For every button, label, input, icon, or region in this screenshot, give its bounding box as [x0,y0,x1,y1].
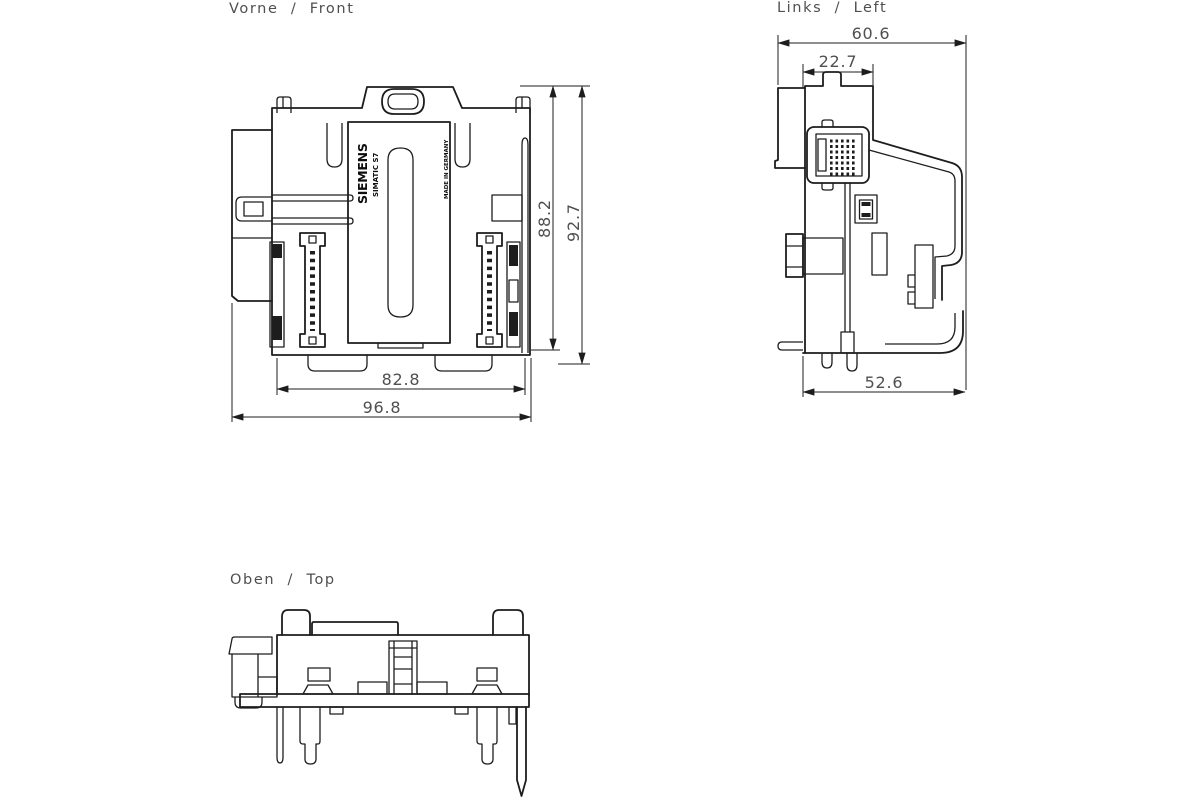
left-connector-pin-grid [830,139,857,176]
front-latch [235,196,272,222]
front-view-title: Vorne / Front [229,1,355,17]
left-connector-inner [815,133,863,177]
left-dimensions: 60.6 22.7 52.6 [777,24,967,397]
front-body-outline [271,86,531,356]
left-din-latch-lines [786,245,803,268]
left-dim-text-top-depth: 22.7 [819,52,858,71]
front-dim-text-outer-height: 92.7 [564,203,583,242]
left-dim-text-bottom-depth: 52.6 [865,373,904,392]
front-side-strip-right [506,241,521,348]
front-view-drawing: SIEMENS SIMATIC S7 MADE IN GERMANY 82.8 … [231,85,590,422]
top-body-outline [276,634,530,696]
front-foot-left [307,355,368,372]
front-foot-right [434,355,493,372]
left-lower-mid-rect [871,232,888,276]
top-left-cluster [228,636,278,709]
left-terminal-contacts [861,202,871,217]
front-label-plate [347,121,451,344]
top-bump-right [492,609,524,636]
top-trapezoid-bumps [302,684,503,695]
top-view-drawing [228,609,530,797]
top-thin-pin [276,707,284,764]
left-dim-text-overall-depth: 60.6 [852,24,891,43]
front-right-rail [521,137,529,353]
top-bump-left [281,609,311,636]
front-side-strip-right-contacts [509,245,518,336]
front-connector-strip-right [476,232,503,348]
left-din-latch-body [802,237,844,275]
left-center-rib [840,183,855,354]
front-origin-label: MADE IN GERMANY [444,139,450,199]
left-rear-pin [777,341,803,351]
left-view-drawing: 60.6 22.7 52.6 [774,24,967,397]
front-top-hook-left [276,96,292,113]
front-side-strip-left [269,241,285,348]
front-product-label: SIMATIC S7 [372,153,380,197]
left-bottom-hook-inner [885,313,956,345]
front-brand-label: SIEMENS [355,143,370,204]
left-bottom-hook-outer [802,310,964,354]
front-connector-strip-left [299,232,326,348]
left-bulge-inner-line [868,149,956,299]
left-terminal-inner [858,199,874,220]
front-top-hook-right [515,96,531,113]
left-extension-lines [777,35,967,397]
left-rear-block [774,87,806,169]
left-terminal-outer [854,194,878,224]
top-center-plates [357,681,448,695]
top-center-connector [388,640,418,695]
top-view-title: Oben / Top [230,572,336,588]
front-strip-cap-squares [308,235,494,345]
top-stepped-pin-right [476,707,498,765]
left-view-title: Links / Left [777,0,888,16]
left-connector-side-bar [817,138,827,172]
front-dim-text-inner-width: 82.8 [382,370,421,389]
front-latch-rails [272,194,354,225]
front-dim-text-inner-height: 88.2 [535,199,554,238]
left-bottom-pins [821,353,858,372]
left-lower-right-strip [907,244,934,309]
front-side-strip-left-contacts [272,244,282,340]
front-plate-slot [387,147,414,318]
front-dimensions: 82.8 96.8 88.2 92.7 [231,85,590,422]
top-notch-rects [329,706,517,725]
top-stepped-pin-left [299,707,321,765]
front-dim-text-outer-width: 96.8 [363,398,402,417]
front-top-oval-inner [387,93,419,110]
front-plate-bottom-step [377,343,424,349]
front-channel-left [326,123,343,168]
left-body-outline [804,71,963,354]
left-din-latch [785,233,804,278]
front-top-oval-outer [381,88,425,115]
left-connector-tabs [821,119,834,191]
front-left-block [231,129,273,302]
top-inner-rects [307,667,498,682]
top-raised-bar [311,621,399,636]
top-long-pin [516,706,527,797]
front-channel-right [454,123,471,168]
top-rail-band [239,693,530,708]
left-connector-housing [806,126,870,184]
front-small-rect [491,194,523,222]
